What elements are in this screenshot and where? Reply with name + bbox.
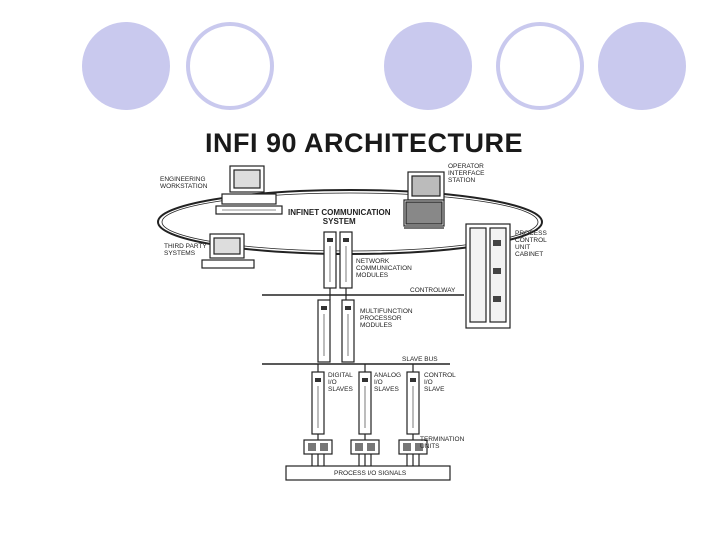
third-party-systems [201,233,255,269]
decorative-circle-filled [384,22,472,110]
termination-unit [303,439,333,455]
slave-bus-label: SLAVE BUS [402,356,438,363]
decorative-circle-filled [82,22,170,110]
operator-station [403,171,445,229]
network-modules [323,231,353,289]
multifunction-modules [317,299,355,363]
controlway-label: CONTROLWAY [410,287,456,294]
decorative-circle-ring [496,22,584,110]
termination-unit [350,439,380,455]
process-io-signals-box [285,465,451,481]
process-control-cabinet [465,223,511,329]
diagram-title: INFI 90 ARCHITECTURE [205,128,524,158]
decorative-circle-filled [598,22,686,110]
digital-io-slave [311,371,325,435]
process-io-signals-label: PROCESS I/O SIGNALS [334,470,407,477]
control-io-slave [406,371,420,435]
decorative-circle-ring [186,22,274,110]
engineering-workstation [215,165,283,215]
analog-io-slave [358,371,372,435]
